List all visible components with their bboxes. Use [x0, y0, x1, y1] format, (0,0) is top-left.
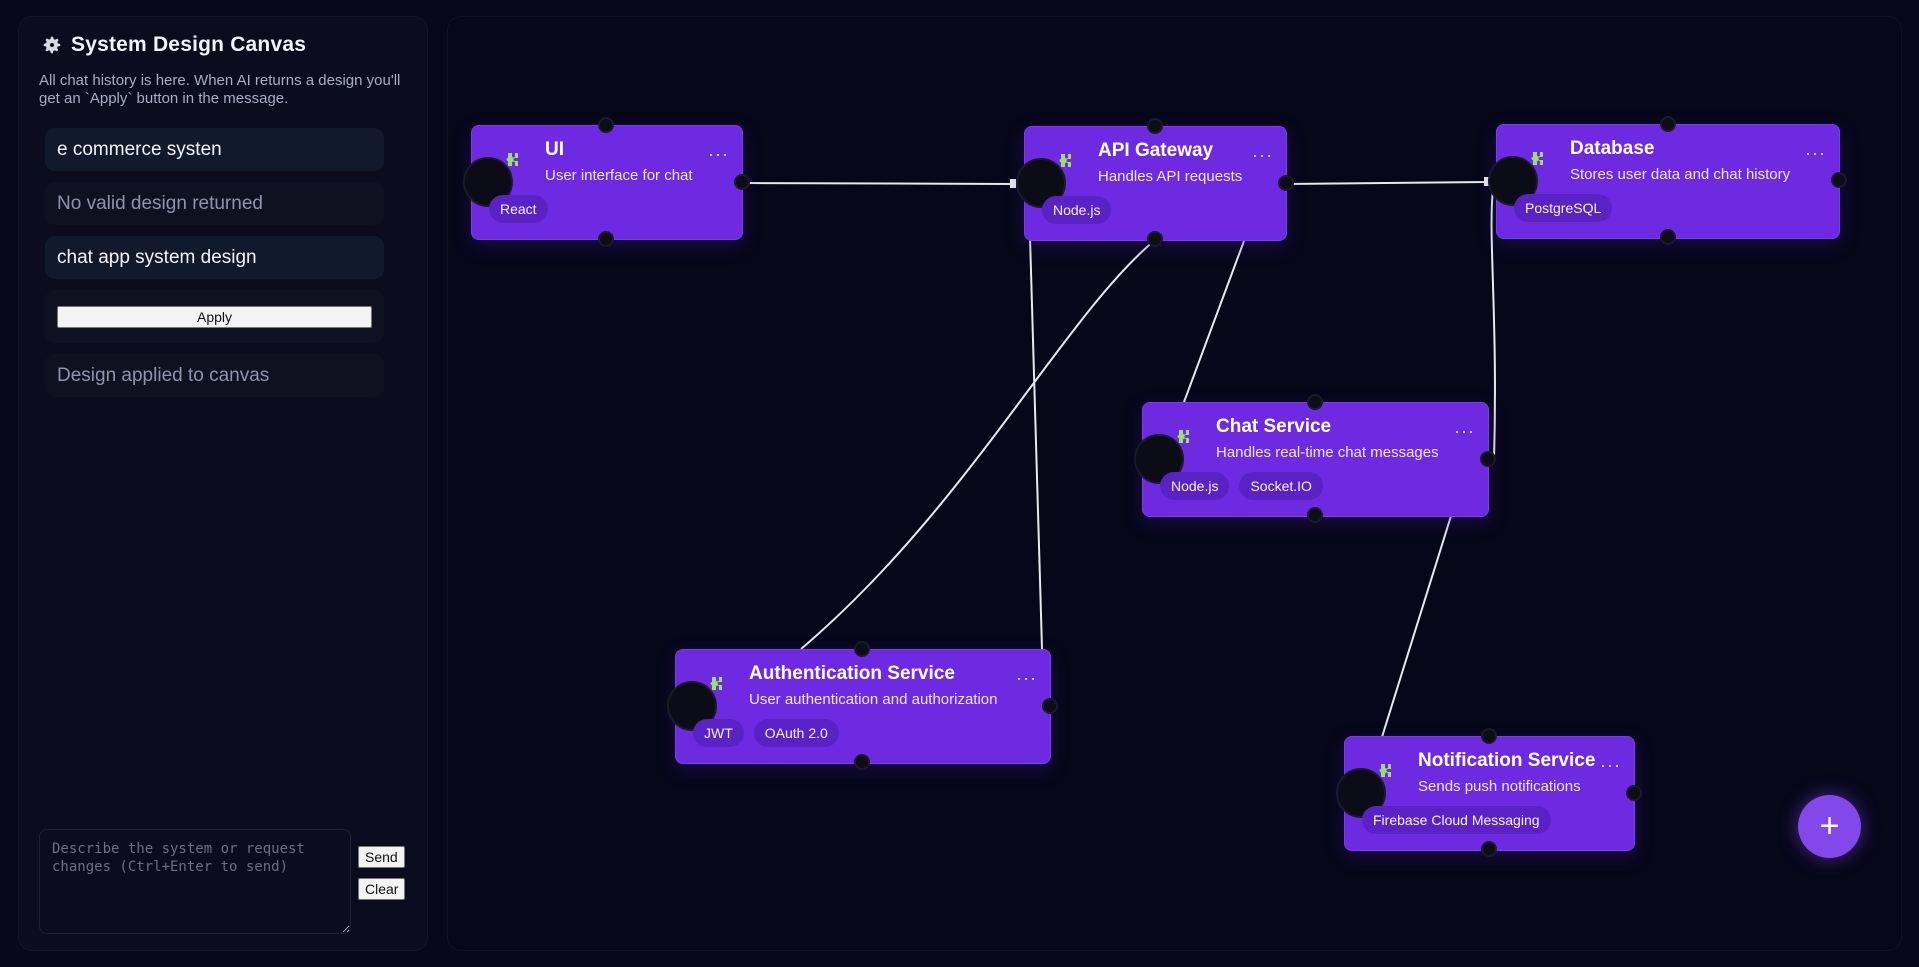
tech-tag: PostgreSQL — [1514, 194, 1613, 222]
node-tags: React — [489, 195, 548, 223]
sidebar-description: All chat history is here. When AI return… — [39, 72, 401, 107]
user-message: chat app system design — [45, 236, 384, 279]
edge-api-gateway-auth-right — [1029, 236, 1043, 650]
send-button[interactable]: Send — [358, 846, 405, 868]
more-icon[interactable]: ··· — [1016, 668, 1037, 688]
node-title: Notification Service — [1418, 750, 1596, 771]
node-title: Chat Service — [1216, 416, 1332, 437]
chat-history: e commerce systen No valid design return… — [45, 128, 384, 408]
page-title: System Design Canvas — [71, 33, 307, 56]
tech-tag: Node.js — [1160, 472, 1230, 500]
edge-arrow-marker — [1484, 177, 1490, 186]
chat-sidebar: System Design Canvas All chat history is… — [18, 16, 428, 951]
chat-composer: Send Clear — [39, 829, 406, 939]
node-description: User interface for chat — [545, 167, 693, 184]
node-api-gateway[interactable]: API Gateway Handles API requests ··· Nod… — [1016, 126, 1287, 241]
node-tags: Firebase Cloud Messaging — [1362, 806, 1551, 834]
connection-handle[interactable] — [1831, 172, 1847, 188]
node-description: Stores user data and chat history — [1570, 166, 1791, 183]
node-title: API Gateway — [1098, 140, 1214, 161]
connection-handle[interactable] — [1147, 231, 1163, 247]
more-icon[interactable]: ··· — [1600, 755, 1621, 775]
more-icon[interactable]: ··· — [1454, 421, 1475, 441]
tech-tag: Node.js — [1042, 196, 1112, 224]
edge-api-gateway-chat — [1183, 240, 1245, 403]
node-notification-service[interactable]: Notification Service Sends push notifica… — [1336, 736, 1635, 851]
node-description: Handles real-time chat messages — [1216, 444, 1439, 461]
connection-handle[interactable] — [1042, 698, 1058, 714]
connection-handle[interactable] — [854, 641, 870, 657]
node-avatar — [463, 157, 513, 207]
node-ui[interactable]: UI User interface for chat ··· React — [463, 125, 743, 240]
connection-handle[interactable] — [854, 754, 870, 770]
connection-handle[interactable] — [598, 117, 614, 133]
node-title: Authentication Service — [749, 663, 955, 684]
connection-handle[interactable] — [1147, 118, 1163, 134]
more-icon[interactable]: ··· — [708, 144, 729, 164]
add-node-button[interactable]: + — [1798, 795, 1861, 858]
connection-handle[interactable] — [1307, 394, 1323, 410]
connection-handle[interactable] — [1480, 451, 1496, 467]
node-chat-service[interactable]: Chat Service Handles real-time chat mess… — [1134, 402, 1489, 517]
node-authentication-service[interactable]: Authentication Service User authenticati… — [667, 649, 1051, 764]
edge-api-gateway-auth — [800, 239, 1156, 650]
connection-handle[interactable] — [1481, 841, 1497, 857]
puzzle-icon — [501, 152, 519, 170]
node-tags: Node.js Socket.IO — [1160, 472, 1323, 500]
more-icon[interactable]: ··· — [1805, 143, 1826, 163]
edge-ui-api-gateway — [741, 182, 1015, 185]
tech-tag: OAuth 2.0 — [753, 719, 839, 747]
plus-icon: + — [1819, 807, 1840, 845]
edge-database-chat — [1490, 188, 1496, 461]
connection-handle[interactable] — [1660, 116, 1676, 132]
tech-tag: Firebase Cloud Messaging — [1362, 806, 1551, 834]
ai-message: Design applied to canvas — [45, 354, 384, 397]
node-description: User authentication and authorization — [749, 691, 998, 708]
node-tags: JWT OAuth 2.0 — [693, 719, 839, 747]
node-avatar — [667, 681, 717, 731]
node-description: Handles API requests — [1098, 168, 1243, 185]
edge-arrow-marker — [1010, 179, 1016, 188]
user-message: e commerce systen — [45, 128, 384, 171]
connection-handle[interactable] — [598, 231, 614, 247]
edges-layer — [741, 177, 1496, 738]
tech-tag: Socket.IO — [1239, 472, 1323, 500]
node-title: Database — [1570, 138, 1655, 159]
connection-handle[interactable] — [1278, 175, 1294, 191]
node-description: Sends push notifications — [1418, 778, 1581, 795]
connection-handle[interactable] — [1307, 507, 1323, 523]
clear-button[interactable]: Clear — [358, 878, 406, 900]
prompt-input[interactable] — [39, 829, 351, 934]
edge-chat-notification — [1381, 515, 1452, 738]
tech-tag: JWT — [693, 719, 744, 747]
apply-button[interactable]: Apply — [57, 305, 372, 328]
puzzle-icon — [1526, 151, 1544, 169]
node-title: UI — [545, 139, 564, 160]
puzzle-icon — [1374, 763, 1392, 781]
sidebar-header: System Design Canvas — [41, 33, 306, 57]
more-icon[interactable]: ··· — [1252, 145, 1273, 165]
edge-api-gateway-database — [1285, 181, 1489, 185]
gear-icon — [41, 34, 63, 56]
connection-handle[interactable] — [1660, 229, 1676, 245]
design-canvas[interactable]: UI User interface for chat ··· React API… — [447, 16, 1902, 951]
ai-message: No valid design returned — [45, 182, 384, 225]
node-database[interactable]: Database Stores user data and chat histo… — [1488, 124, 1840, 239]
node-avatar — [1488, 156, 1538, 206]
puzzle-icon — [1172, 429, 1190, 447]
connection-handle[interactable] — [734, 174, 750, 190]
node-tags: PostgreSQL — [1514, 194, 1613, 222]
ai-message-apply: Apply — [45, 290, 384, 343]
puzzle-icon — [705, 676, 723, 694]
connection-handle[interactable] — [1481, 728, 1497, 744]
connection-handle[interactable] — [1626, 785, 1642, 801]
puzzle-icon — [1054, 153, 1072, 171]
tech-tag: React — [489, 195, 548, 223]
node-tags: Node.js — [1042, 196, 1112, 224]
